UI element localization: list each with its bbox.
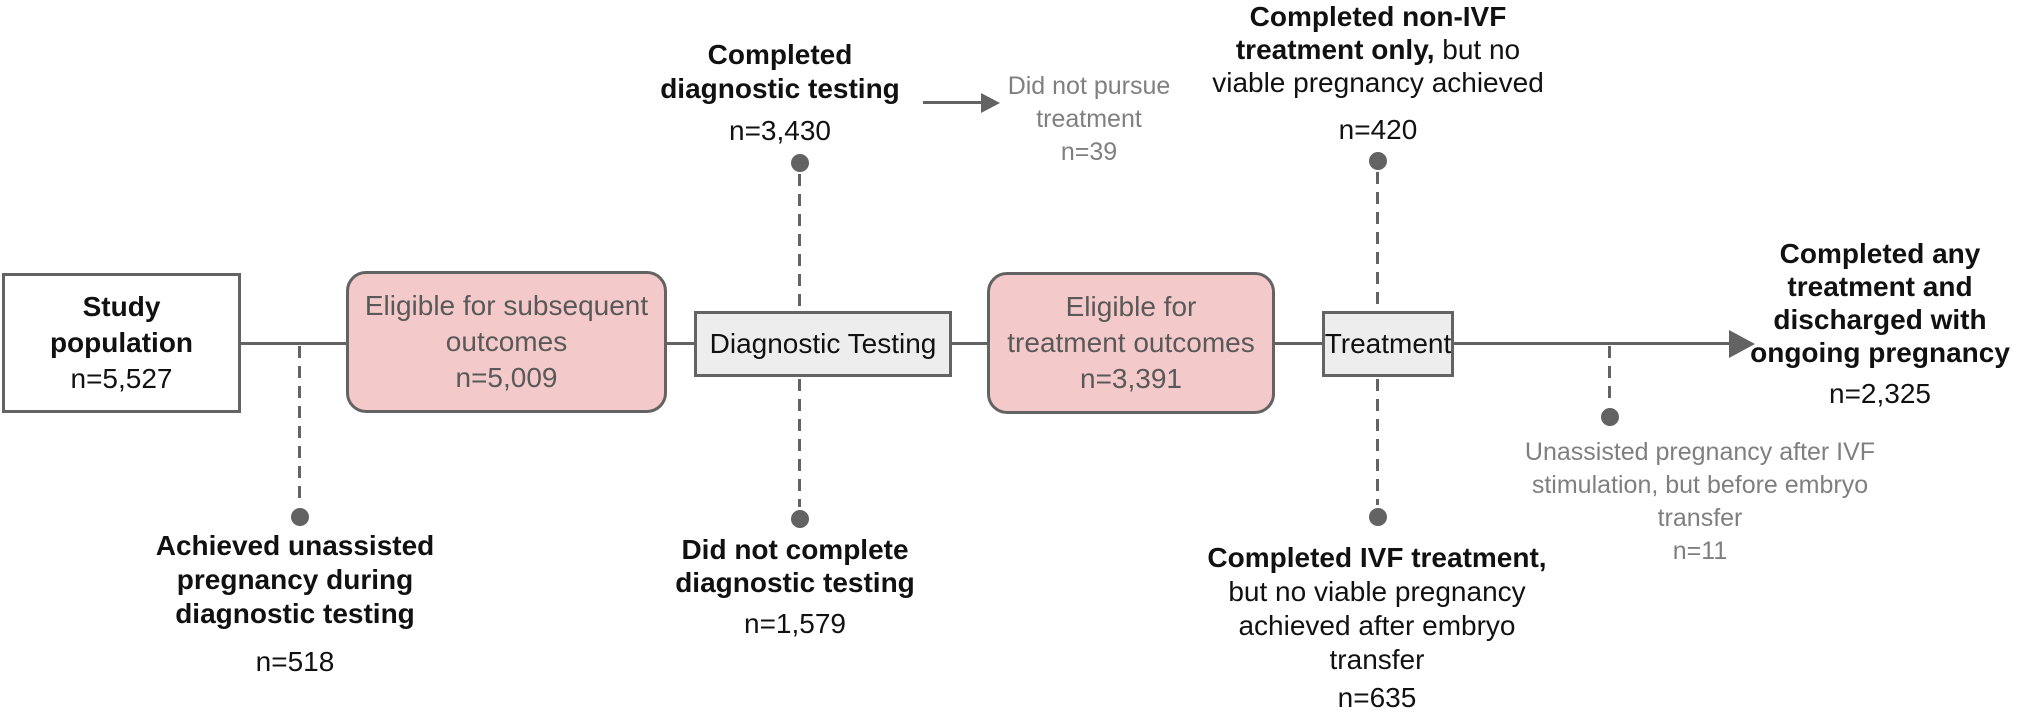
eligible-treatment-n: n=3,391 xyxy=(1080,363,1182,394)
note-count: n=11 xyxy=(1672,537,1728,565)
note-line: transfer xyxy=(1329,644,1425,675)
note-completed-any-treatment: Completed any treatment and discharged w… xyxy=(1727,237,2031,410)
note-line: Did not complete xyxy=(681,534,909,565)
note-line: treatment and xyxy=(1787,271,1973,302)
connector-dot xyxy=(791,154,809,172)
note-completed-ivf-treatment: Completed IVF treatment, but no viable p… xyxy=(1147,541,1607,715)
note-unassisted-pregnancy-after-ivf: Unassisted pregnancy after IVF stimulati… xyxy=(1480,436,1920,568)
eligible-subsequent-n: n=5,009 xyxy=(455,362,558,393)
study-population-line2: population xyxy=(49,327,194,358)
eligible-subsequent-outcomes-box: Eligible for subsequent outcomes n=5,009 xyxy=(346,271,667,413)
note-count: n=39 xyxy=(1060,138,1118,166)
note-line: Unassisted pregnancy after IVF xyxy=(1524,438,1876,466)
dashed-connector-non-ivf xyxy=(1376,172,1379,311)
note-count: n=420 xyxy=(1338,114,1418,145)
note-line: Completed any xyxy=(1779,238,1981,269)
note-line-bold-part: treatment only, xyxy=(1235,34,1435,65)
dashed-connector-completed-ivf xyxy=(1376,379,1379,505)
connector-dot xyxy=(1601,408,1619,426)
note-line: Achieved unassisted xyxy=(155,530,435,561)
dashed-connector-unassisted-after-ivf xyxy=(1608,346,1611,406)
branch-arrowhead-icon xyxy=(981,93,1000,113)
note-line: pregnancy during xyxy=(176,564,414,595)
study-population-n: n=5,527 xyxy=(70,363,173,394)
note-line: viable pregnancy achieved xyxy=(1212,67,1544,98)
eligible-subsequent-line1: Eligible for subsequent xyxy=(364,290,649,321)
note-line: achieved after embryo xyxy=(1238,610,1516,641)
dashed-connector-completed-diagnostic xyxy=(798,174,801,311)
treatment-label: Treatment xyxy=(1324,328,1452,359)
note-line: but no viable pregnancy xyxy=(1228,576,1526,607)
note-line: diagnostic testing xyxy=(175,598,415,629)
note-count: n=3,430 xyxy=(729,115,831,146)
note-count: n=2,325 xyxy=(1829,378,1931,409)
dashed-connector-unassisted-pregnancy xyxy=(298,346,301,504)
eligible-treatment-outcomes-box: Eligible for treatment outcomes n=3,391 xyxy=(987,272,1275,414)
note-line: Completed non-IVF xyxy=(1249,1,1507,32)
dashed-connector-did-not-complete xyxy=(798,379,801,507)
connector-dot xyxy=(291,508,309,526)
study-population-box: Study population n=5,527 xyxy=(2,273,241,413)
note-line: stimulation, but before embryo xyxy=(1531,471,1869,499)
note-count: n=1,579 xyxy=(744,608,846,639)
note-line: ongoing pregnancy xyxy=(1750,337,2010,368)
note-count: n=635 xyxy=(1337,682,1417,713)
branch-arrow-line xyxy=(923,101,981,104)
study-population-line1: Study xyxy=(82,291,161,322)
note-completed-non-ivf: Completed non-IVF treatment only, but no… xyxy=(1150,0,1606,146)
note-line: Completed IVF treatment, xyxy=(1207,542,1547,573)
note-achieved-unassisted-pregnancy: Achieved unassisted pregnancy during dia… xyxy=(112,529,478,679)
note-did-not-pursue-treatment: Did not pursue treatment n=39 xyxy=(959,70,1219,169)
diagnostic-testing-label: Diagnostic Testing xyxy=(709,328,937,359)
note-line: discharged with xyxy=(1773,304,1987,335)
note-line: treatment only, but no xyxy=(1150,33,1606,66)
treatment-box: Treatment xyxy=(1322,311,1454,377)
note-line: Did not pursue xyxy=(1007,72,1171,100)
diagnostic-testing-box: Diagnostic Testing xyxy=(694,311,952,377)
note-line: Completed xyxy=(707,39,853,70)
eligible-treatment-line2: treatment outcomes xyxy=(1007,327,1255,358)
note-line: transfer xyxy=(1657,504,1743,532)
eligible-treatment-line1: Eligible for xyxy=(1065,291,1197,322)
connector-dot xyxy=(791,510,809,528)
eligible-subsequent-line2: outcomes xyxy=(445,326,568,357)
note-line: treatment xyxy=(1036,105,1142,133)
note-count: n=518 xyxy=(255,646,335,677)
note-line-regular-part: but no xyxy=(1434,34,1521,65)
note-line: diagnostic testing xyxy=(675,567,915,598)
main-flow-arrowhead-icon xyxy=(1729,330,1755,358)
connector-dot xyxy=(1369,508,1387,526)
note-line: diagnostic testing xyxy=(660,73,900,104)
note-did-not-complete-diagnostic: Did not complete diagnostic testing n=1,… xyxy=(625,533,965,640)
note-completed-diagnostic-testing: Completed diagnostic testing n=3,430 xyxy=(610,38,950,148)
connector-dot xyxy=(1369,152,1387,170)
